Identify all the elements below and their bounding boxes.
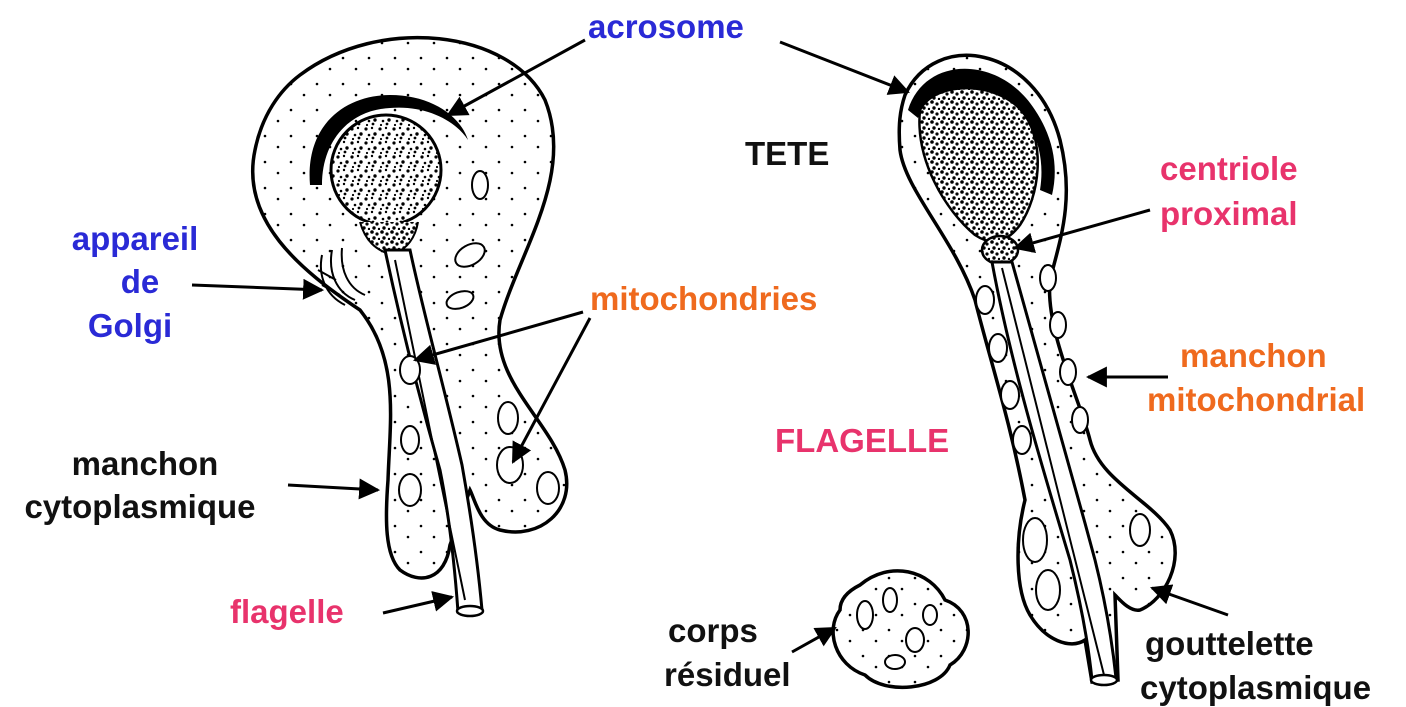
arrow-gouttelette — [1152, 588, 1228, 615]
residual-body — [833, 571, 968, 688]
label-appareil-2: de — [121, 263, 160, 300]
label-centriole-2: proximal — [1160, 195, 1298, 232]
centriole — [982, 236, 1018, 264]
label-tete: TETE — [745, 135, 829, 172]
arrow-corps — [792, 628, 835, 652]
label-corps-2: résiduel — [664, 656, 791, 693]
arrow-manchon-cyto — [288, 485, 378, 490]
label-flagelle-lower: flagelle — [230, 593, 344, 630]
label-gouttelette-1: gouttelette — [1145, 625, 1314, 662]
spermatid-cell — [253, 38, 567, 616]
arrow-golgi — [192, 285, 322, 290]
label-appareil-3: Golgi — [88, 307, 172, 344]
arrow-acrosome-right — [780, 42, 908, 92]
label-centriole-1: centriole — [1160, 150, 1298, 187]
label-manchon-cyto-2: cytoplasmique — [24, 488, 255, 525]
label-manchon-mito-1: manchon — [1180, 337, 1327, 374]
label-gouttelette-2: cytoplasmique — [1140, 669, 1371, 706]
label-flagelle-upper: FLAGELLE — [775, 422, 949, 459]
label-appareil-1: appareil — [72, 220, 199, 257]
label-manchon-mito-2: mitochondrial — [1147, 381, 1365, 418]
nucleus-left — [331, 115, 441, 225]
label-acrosome: acrosome — [588, 8, 744, 45]
label-manchon-cyto-1: manchon — [72, 445, 219, 482]
label-mitochondries: mitochondries — [590, 280, 817, 317]
arrow-flagelle — [383, 597, 452, 613]
label-corps-1: corps — [668, 612, 758, 649]
